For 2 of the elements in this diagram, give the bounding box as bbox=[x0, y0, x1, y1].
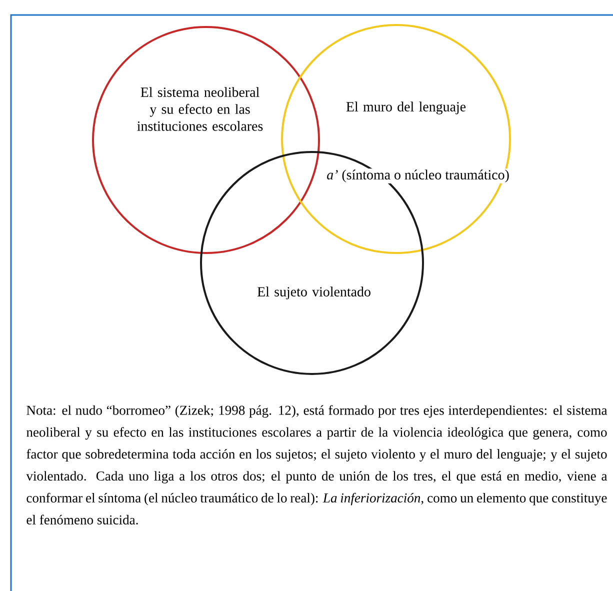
label: a’ (síntoma o núcleo traumático) bbox=[326, 168, 510, 184]
caption: Nota: el nudo “borromeo” (Zizek; 1998 pág. 12), está formado por tres ejes interdependientes: el sistema neoliberal y su efecto en las instituciones escolares a partir de la violencia ideológica que genera, como factor que sobredetermina toda acción en los sujetos; el sujeto violento y el muro del lenguaje; y el sujeto violentado. Cada uno liga a los otros dos; el punto de unión de los tres, el que está en medio, viene a conformar el síntoma (el núcleo traumático de lo real): La inferiorización, como un elemento que constituye el fenómeno suicida. bbox=[26, 405, 608, 524]
